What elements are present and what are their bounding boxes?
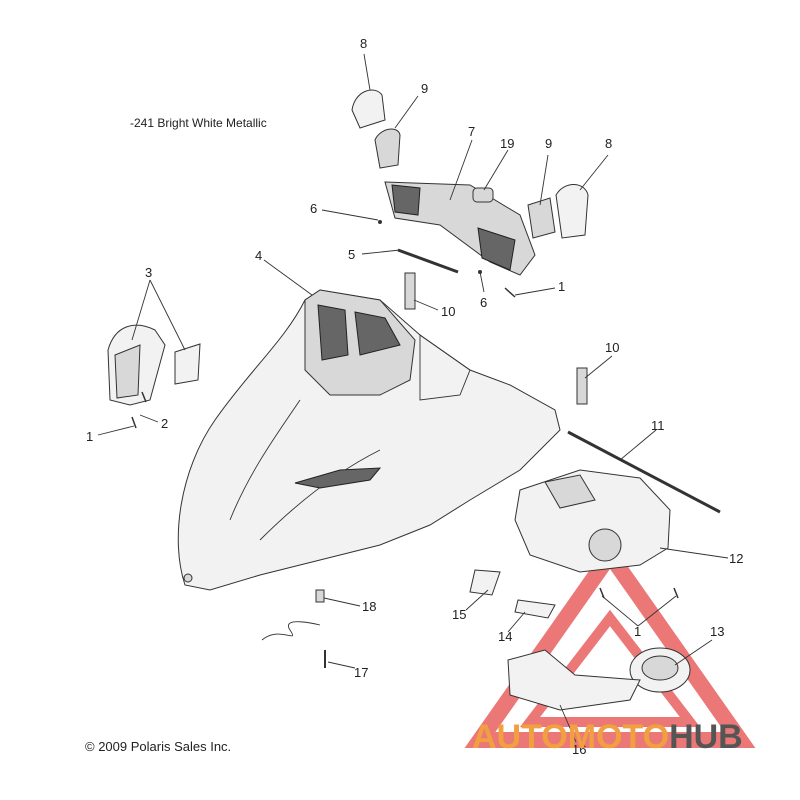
fasteners xyxy=(131,220,679,599)
callout-9a: 9 xyxy=(421,81,428,96)
shield-16 xyxy=(507,649,641,711)
callout-7: 7 xyxy=(468,124,475,139)
callout-19: 19 xyxy=(500,136,514,151)
trim-strip-5 xyxy=(397,248,459,274)
watermark-triangle-outer xyxy=(464,541,756,748)
callout-9b: 9 xyxy=(545,136,552,151)
bracket-10a xyxy=(404,272,416,310)
watermark-text: AUTOMOTOHUB xyxy=(472,718,743,756)
callout-1b: 1 xyxy=(86,429,93,444)
callout-6b: 6 xyxy=(480,295,487,310)
watermark-text-part1: AUTOMOTO xyxy=(472,718,669,756)
mirror-housing-left xyxy=(107,324,201,406)
callout-15: 15 xyxy=(452,607,466,622)
callout-16: 16 xyxy=(572,742,586,757)
callout-2: 2 xyxy=(161,416,168,431)
callout-6a: 6 xyxy=(310,201,317,216)
copyright-text: © 2009 Polaris Sales Inc. xyxy=(85,739,231,754)
callout-18: 18 xyxy=(362,599,376,614)
callout-labels: 8 9 7 19 9 8 6 5 6 1 4 3 10 10 2 1 11 12… xyxy=(86,36,743,757)
wire-harness xyxy=(261,589,326,668)
callout-1c: 1 xyxy=(634,624,641,639)
callout-10a: 10 xyxy=(441,304,455,319)
color-note: -241 Bright White Metallic xyxy=(130,116,267,130)
decal-15 xyxy=(469,569,501,596)
callout-1a: 1 xyxy=(558,279,565,294)
side-panel-right xyxy=(514,469,671,573)
console-housing xyxy=(384,181,536,276)
lens-parts xyxy=(351,89,589,239)
trim-strip-11 xyxy=(567,430,721,514)
callout-4: 4 xyxy=(255,248,262,263)
callout-5: 5 xyxy=(348,247,355,262)
callout-11: 11 xyxy=(651,418,665,433)
callout-8b: 8 xyxy=(605,136,612,151)
callout-14: 14 xyxy=(498,629,512,644)
callout-17: 17 xyxy=(354,665,368,680)
decal-14 xyxy=(514,599,556,619)
callout-3: 3 xyxy=(145,265,152,280)
callout-12: 12 xyxy=(729,551,743,566)
callout-10b: 10 xyxy=(605,340,619,355)
gauge-13 xyxy=(629,647,691,693)
bracket-10b xyxy=(576,367,588,405)
leader-lines xyxy=(97,53,729,743)
callout-13: 13 xyxy=(710,624,724,639)
callout-8a: 8 xyxy=(360,36,367,51)
watermark-text-part2: HUB xyxy=(669,718,743,756)
hood-part xyxy=(177,289,561,591)
